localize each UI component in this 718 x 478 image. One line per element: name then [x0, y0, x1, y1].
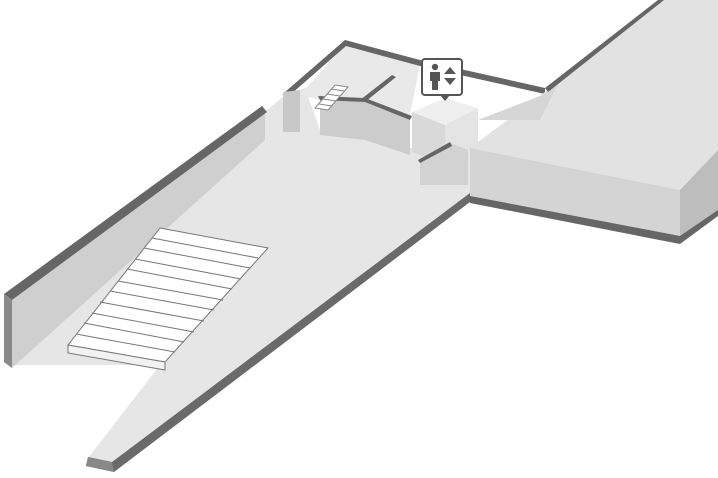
back-wall-top — [285, 40, 420, 95]
left-wall-end — [4, 294, 12, 368]
walkway-side — [680, 150, 718, 238]
back-room-wall-2 — [320, 98, 410, 155]
walkway-front — [470, 148, 680, 238]
elevator-door-top — [418, 142, 452, 163]
stairs-left[interactable] — [67, 227, 269, 371]
walkway-bottom-edge — [470, 196, 718, 244]
walkway-top[interactable] — [470, 0, 718, 190]
ramp-edge-face — [86, 457, 114, 472]
elevator-shaft-top — [412, 98, 478, 125]
walkway-back-strip — [478, 80, 560, 120]
elevator-marker[interactable] — [421, 58, 463, 101]
elevator-icon — [430, 63, 456, 90]
back-divider-wall — [360, 75, 396, 102]
left-wall-face — [12, 112, 265, 368]
left-wall-top — [4, 106, 267, 300]
walkway-top-edge — [545, 0, 664, 92]
back-room-wall — [283, 90, 300, 132]
stairs-back[interactable] — [314, 84, 349, 111]
